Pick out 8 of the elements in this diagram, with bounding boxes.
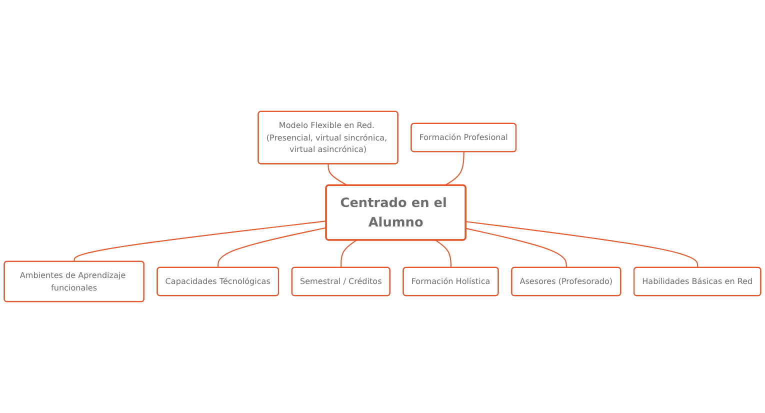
connector bbox=[74, 220, 326, 262]
connector bbox=[218, 227, 326, 268]
connector bbox=[444, 152, 464, 186]
connector bbox=[466, 228, 567, 268]
connector bbox=[466, 221, 698, 268]
connector bbox=[435, 240, 452, 268]
connector bbox=[340, 240, 357, 268]
connector bbox=[328, 164, 348, 186]
